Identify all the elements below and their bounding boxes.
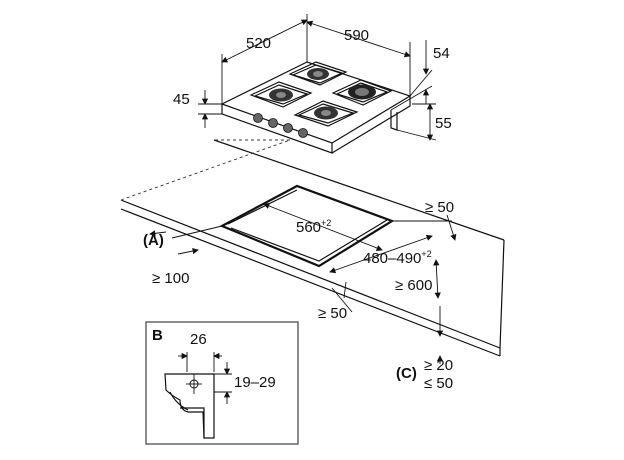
pipe-offset-dim: 54 bbox=[433, 45, 450, 62]
detail-b-panel bbox=[145, 321, 299, 445]
hob-drawing bbox=[198, 14, 437, 154]
detail-b-height-dim: 19–29 bbox=[234, 374, 276, 391]
hob-depth-dim: 520 bbox=[246, 35, 271, 52]
c-max-dim: ≤ 50 bbox=[424, 375, 453, 392]
label-c: (C) bbox=[396, 365, 417, 382]
hob-front-face bbox=[221, 104, 333, 154]
cutout-width-dim: 480–490+2 bbox=[363, 249, 432, 267]
pan-support-grates bbox=[249, 61, 393, 127]
cutout-depth-dim: 560+2 bbox=[296, 218, 331, 236]
front-clearance-dim: ≥ 50 bbox=[318, 305, 347, 322]
side-clearance-dim: ≥ 600 bbox=[395, 277, 432, 294]
detail-b-label: B bbox=[152, 327, 163, 344]
a-clearance-dim: ≥ 100 bbox=[152, 270, 189, 287]
gas-pipe bbox=[390, 110, 398, 131]
back-clearance-dim: ≥ 50 bbox=[425, 199, 454, 216]
burners bbox=[269, 68, 376, 120]
label-a: (A) bbox=[143, 232, 164, 249]
detail-b-width-dim: 26 bbox=[190, 331, 207, 348]
hob-side-face bbox=[331, 96, 411, 154]
worktop-drawing bbox=[120, 139, 505, 364]
pipe-drop-dim: 55 bbox=[435, 115, 452, 132]
c-min-dim: ≥ 20 bbox=[424, 357, 453, 374]
hob-width-dim: 590 bbox=[344, 27, 369, 44]
hob-height-dim: 45 bbox=[173, 91, 190, 108]
control-knobs bbox=[253, 113, 308, 138]
